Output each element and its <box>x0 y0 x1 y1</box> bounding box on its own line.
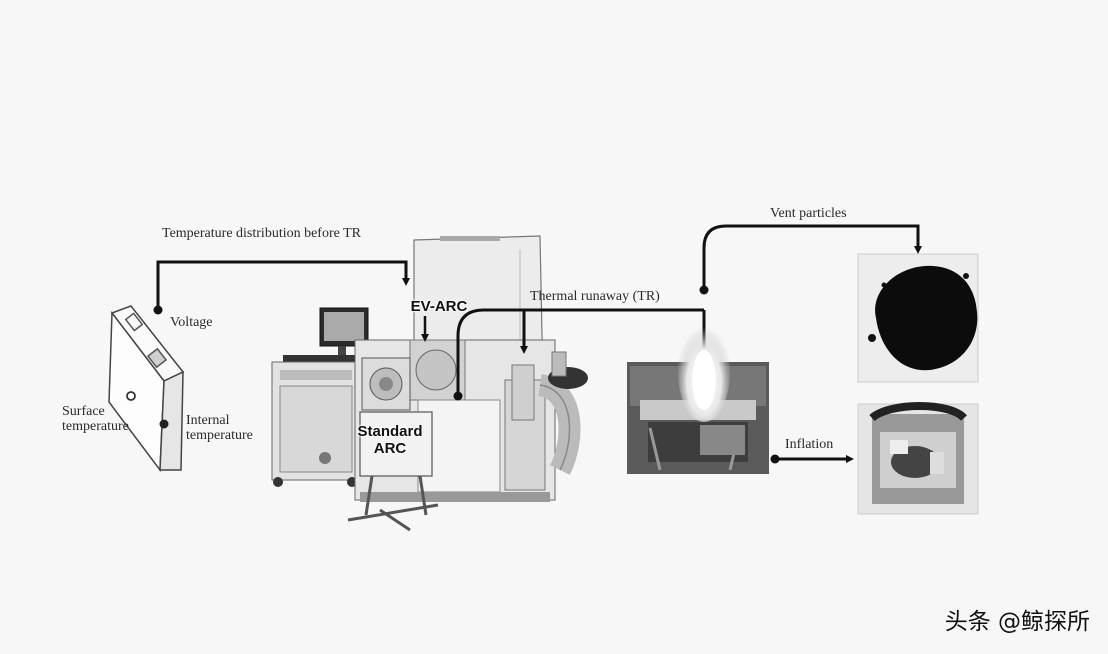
surface-sensor-icon <box>126 391 136 401</box>
battery-cell-icon <box>108 305 185 473</box>
particles-photo-icon <box>857 253 979 383</box>
standard-arc-apparatus-icon <box>347 411 439 532</box>
surface-temperature-label: Surface temperature <box>62 404 129 434</box>
fire-photo-icon <box>627 322 769 474</box>
watermark: 头条 @鲸探所 <box>944 609 1090 635</box>
ev-arc-label: EV-ARC <box>410 298 468 315</box>
inflation-label: Inflation <box>785 437 834 452</box>
temp-distribution-connector <box>156 260 410 310</box>
voltage-label: Voltage <box>170 315 213 330</box>
thermal-runaway-label: Thermal runaway (TR) <box>530 289 660 304</box>
inflated-cell-photo-icon <box>857 402 979 515</box>
vent-particles-connector <box>702 224 922 290</box>
standard-arc-label: Standard ARC <box>357 423 423 457</box>
thermal-runaway-connector <box>456 308 528 396</box>
vent-particles-label: Vent particles <box>770 206 847 221</box>
internal-temperature-label: Internal temperature <box>186 413 253 443</box>
temp-distribution-label: Temperature distribution before TR <box>162 226 361 241</box>
